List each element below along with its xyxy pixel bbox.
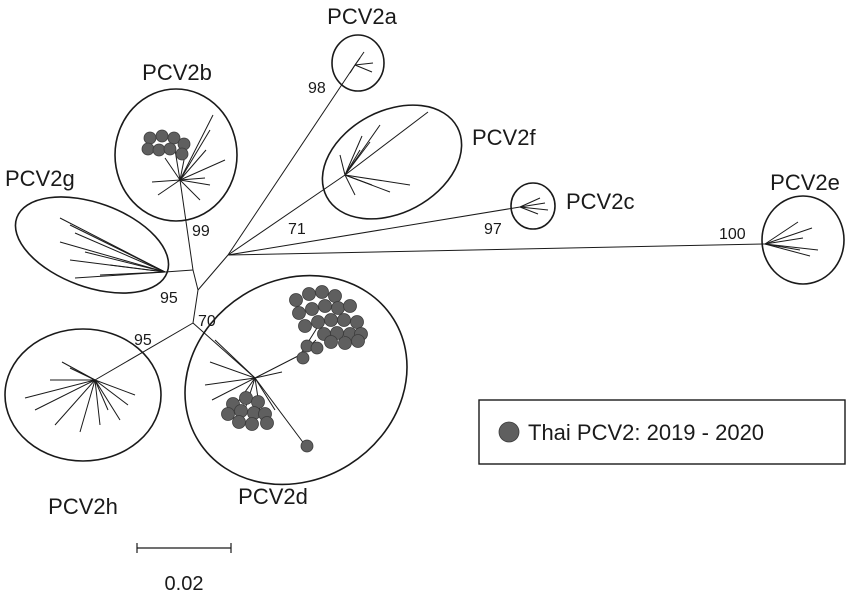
thai-isolate-marker	[239, 391, 253, 405]
clade-e-label: PCV2e	[770, 170, 840, 195]
scale-bar: 0.02	[136, 543, 232, 595]
thai-isolate-marker	[311, 315, 325, 329]
clade-c-label: PCV2c	[566, 189, 634, 214]
clade-f-ring	[321, 104, 463, 220]
clade-d-ring	[184, 274, 408, 486]
tree-backbone	[94, 64, 766, 381]
branch-to-clade-a	[227, 64, 356, 256]
clade-e-bootstrap: 100	[719, 226, 746, 243]
thai-isolate-marker	[163, 142, 177, 156]
thai-isolate-marker	[143, 131, 157, 145]
thai-isolate-marker	[337, 313, 351, 327]
scale-bar-label: 0.02	[165, 573, 204, 595]
clade-c-bootstrap: 97	[484, 221, 502, 238]
thai-isolate-marker	[305, 302, 319, 316]
thai-isolate-marker	[292, 306, 306, 320]
thai-isolate-marker	[141, 142, 155, 156]
clade-f-bootstrap: 71	[288, 221, 306, 238]
clade-f-label: PCV2f	[472, 125, 536, 150]
clade-a-bootstrap: 98	[308, 80, 326, 97]
clade-h-bootstrap: 95	[134, 332, 152, 349]
legend-label: Thai PCV2: 2019 - 2020	[528, 420, 764, 445]
thai-isolate-marker	[245, 417, 259, 431]
clade-b-leaves	[151, 114, 226, 201]
clade-e: PCV2e 100	[719, 170, 845, 285]
thai-isolate-marker	[232, 415, 246, 429]
clade-a-ring	[331, 34, 385, 92]
clade-g-bootstrap: 95	[160, 290, 178, 307]
thai-isolate-marker	[289, 293, 303, 307]
thai-isolate-marker	[221, 407, 235, 421]
legend: Thai PCV2: 2019 - 2020	[478, 399, 846, 465]
clade-d-label: PCV2d	[238, 484, 308, 509]
thai-isolate-marker	[338, 336, 352, 350]
clade-d-bootstrap: 70	[198, 313, 216, 330]
clade-c-ring	[510, 182, 556, 230]
clade-h-leaves	[24, 361, 136, 433]
clade-h-label: PCV2h	[48, 494, 118, 519]
clade-f: PCV2f 71	[288, 104, 536, 238]
thai-isolate-marker	[296, 351, 310, 365]
thai-isolate-marker	[331, 301, 345, 315]
branch-to-clade-h	[94, 322, 194, 381]
branch-to-clade-e	[227, 243, 766, 256]
thai-isolate-marker	[318, 299, 332, 313]
thai-isolate-marker	[167, 131, 181, 145]
thai-isolate-marker	[302, 287, 316, 301]
thai-isolate-marker	[155, 129, 169, 143]
clade-a: PCV2a 98	[308, 4, 398, 97]
clade-a-label: PCV2a	[327, 4, 397, 29]
clade-h-ring	[4, 328, 162, 462]
thai-isolate-marker	[350, 315, 364, 329]
thai-isolate-marker	[310, 341, 324, 355]
legend-marker	[498, 421, 520, 443]
clade-h: PCV2h 95	[4, 328, 162, 519]
thai-isolate-marker	[351, 334, 365, 348]
clade-f-leaves	[339, 111, 429, 196]
clade-d-thai-isolates	[221, 285, 368, 453]
thai-isolate-marker	[324, 313, 338, 327]
clade-g-ring	[14, 196, 170, 294]
thai-isolate-marker	[298, 319, 312, 333]
thai-isolate-marker	[315, 285, 329, 299]
thai-isolate-marker	[328, 289, 342, 303]
clade-e-ring	[761, 195, 845, 285]
clade-a-leaves	[349, 51, 374, 74]
branch-to-clade-b	[179, 179, 194, 271]
clade-b: PCV2b 99	[114, 60, 238, 240]
thai-isolate-marker	[175, 147, 189, 161]
clade-b-thai-isolates	[141, 129, 191, 161]
thai-isolate-marker	[260, 416, 274, 430]
clade-c: PCV2c 97	[484, 182, 634, 238]
clade-c-leaves	[519, 197, 549, 215]
clade-d: PCV2d 70	[184, 274, 408, 509]
thai-isolate-marker	[152, 143, 166, 157]
clade-b-bootstrap: 99	[192, 223, 210, 240]
clade-g-label: PCV2g	[5, 166, 75, 191]
thai-isolate-marker	[300, 439, 314, 453]
thai-isolate-marker	[343, 299, 357, 313]
clade-b-label: PCV2b	[142, 60, 212, 85]
branch-to-clade-f	[227, 174, 346, 256]
clade-g-leaves	[59, 217, 166, 279]
backbone-branch	[197, 254, 229, 291]
thai-isolate-marker	[324, 335, 338, 349]
branch-to-clade-c	[227, 206, 521, 256]
clade-b-ring	[114, 88, 238, 222]
legend-box	[478, 399, 846, 465]
clade-e-leaves	[764, 221, 819, 257]
clade-g: PCV2g 95	[5, 166, 178, 307]
branch-to-clade-g	[164, 269, 194, 273]
